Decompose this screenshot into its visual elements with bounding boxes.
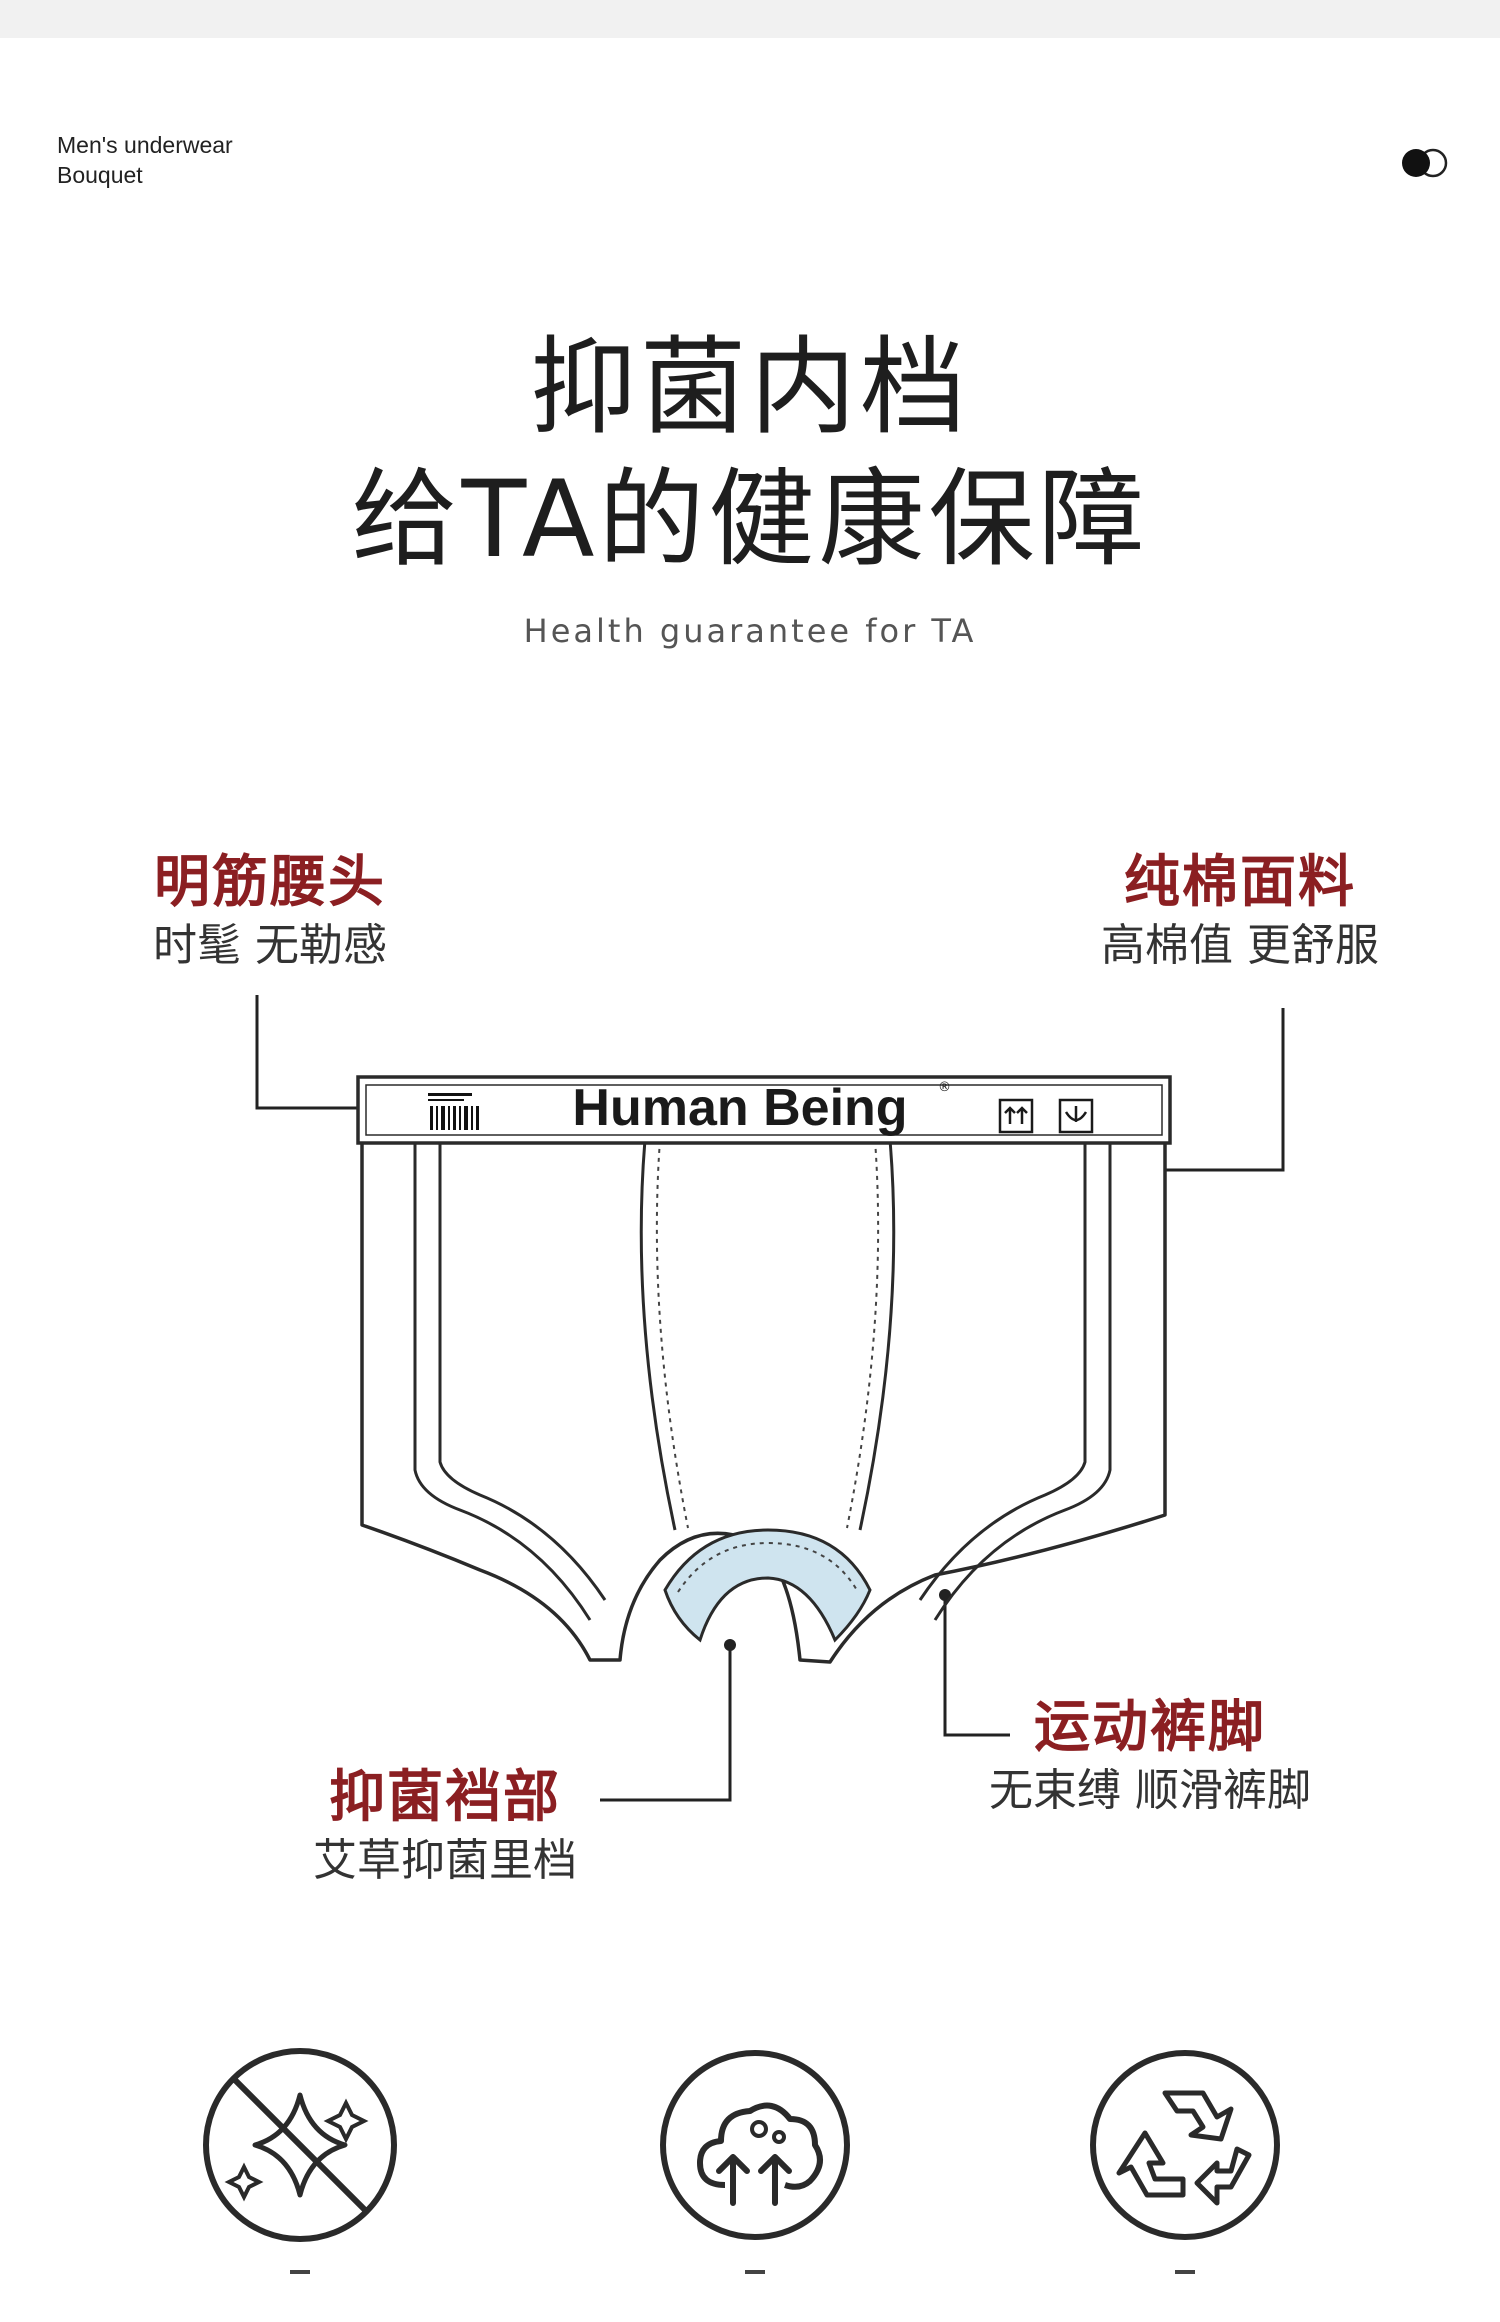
- brand-line-2: Bouquet: [57, 162, 143, 188]
- leader-waistband: [255, 995, 380, 1110]
- svg-text:®: ®: [938, 1080, 951, 1095]
- feature-sub: 无束缚 顺滑裤脚: [989, 1765, 1311, 1816]
- feature-waistband: 明筋腰头 时髦 无勒感: [110, 850, 430, 976]
- feature-heading: 运动裤脚: [1034, 1695, 1266, 1760]
- leader-lines: [255, 995, 1285, 1802]
- page-title-line-2: 给TA的健康保障: [351, 458, 1149, 581]
- page-title-line-1: 抑菌内档: [530, 326, 970, 449]
- leader-crotch: [600, 1645, 732, 1802]
- antibacterial-lining: [663, 1528, 872, 1643]
- top-bar: [0, 0, 1500, 38]
- cotton-icon: [660, 2050, 850, 2240]
- waistband-logo: Human Being: [572, 1079, 907, 1137]
- toggle-icon[interactable]: [1396, 146, 1454, 180]
- feature-heading: 明筋腰头: [154, 850, 386, 915]
- feature-heading: 抑菌裆部: [329, 1765, 561, 1830]
- feature-leg-opening: 运动裤脚 无束缚 顺滑裤脚: [960, 1695, 1340, 1821]
- care-label-icons: [998, 1098, 1094, 1134]
- feature-sub: 时髦 无勒感: [153, 920, 387, 971]
- leader-fabric: [1140, 1008, 1285, 1172]
- icon-caption-3: -: [1175, 2270, 1195, 2274]
- brief-body: [360, 1138, 1167, 1664]
- recycle-icon: [1090, 2050, 1280, 2240]
- feature-fabric: 纯棉面料 高棉值 更舒服: [1080, 850, 1400, 976]
- leader-leg: [943, 1595, 1010, 1737]
- page-subtitle: Health guarantee for TA: [523, 612, 977, 650]
- waistband: Human Being ®: [356, 1075, 1172, 1145]
- feature-sub: 高棉值 更舒服: [1101, 920, 1379, 971]
- brand-block: Men's underwear Bouquet: [57, 130, 233, 190]
- barcode-icon: [428, 1093, 479, 1130]
- icon-caption-1: -: [290, 2270, 310, 2274]
- no-pilling-icon: [203, 2048, 397, 2242]
- feature-heading: 纯棉面料: [1124, 850, 1356, 915]
- feature-crotch: 抑菌裆部 艾草抑菌里档: [285, 1765, 605, 1891]
- icon-caption-2: -: [745, 2270, 765, 2274]
- brand-line-1: Men's underwear: [57, 132, 233, 158]
- feature-sub: 艾草抑菌里档: [313, 1835, 577, 1886]
